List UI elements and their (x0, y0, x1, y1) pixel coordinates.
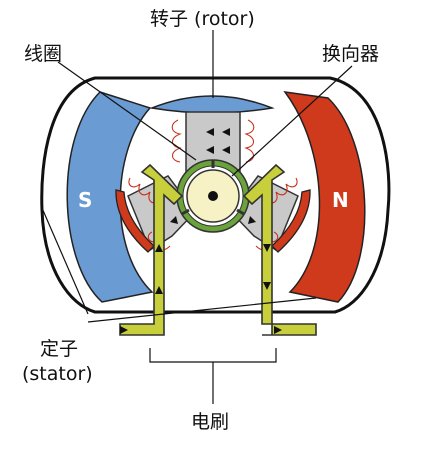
winding-leader (57, 61, 197, 161)
coil-windings (128, 119, 298, 251)
current-arrows (170, 128, 256, 224)
brush-arrows (120, 244, 282, 334)
commutator-label: 换向器 (322, 43, 379, 65)
rotor-shaft (208, 191, 218, 201)
north-pole-letter: N (332, 188, 349, 212)
rotor-label: 转子 (rotor) (150, 8, 255, 30)
commutator-gaps (181, 160, 245, 216)
south-pole-letter: S (78, 188, 92, 212)
south-pole-magnet (66, 91, 154, 303)
stator-leaders (41, 207, 317, 323)
brush-leader (149, 348, 277, 404)
brush-left (119, 163, 184, 336)
north-pole-magnet (283, 91, 366, 303)
brush-right (242, 163, 317, 336)
brush-label: 电刷 (191, 411, 229, 433)
stator-label-line2: (stator) (22, 363, 93, 385)
stator-label-line1: 定子 (40, 338, 78, 360)
commutator-leader (231, 65, 353, 177)
winding-label: 线圈 (24, 43, 62, 65)
